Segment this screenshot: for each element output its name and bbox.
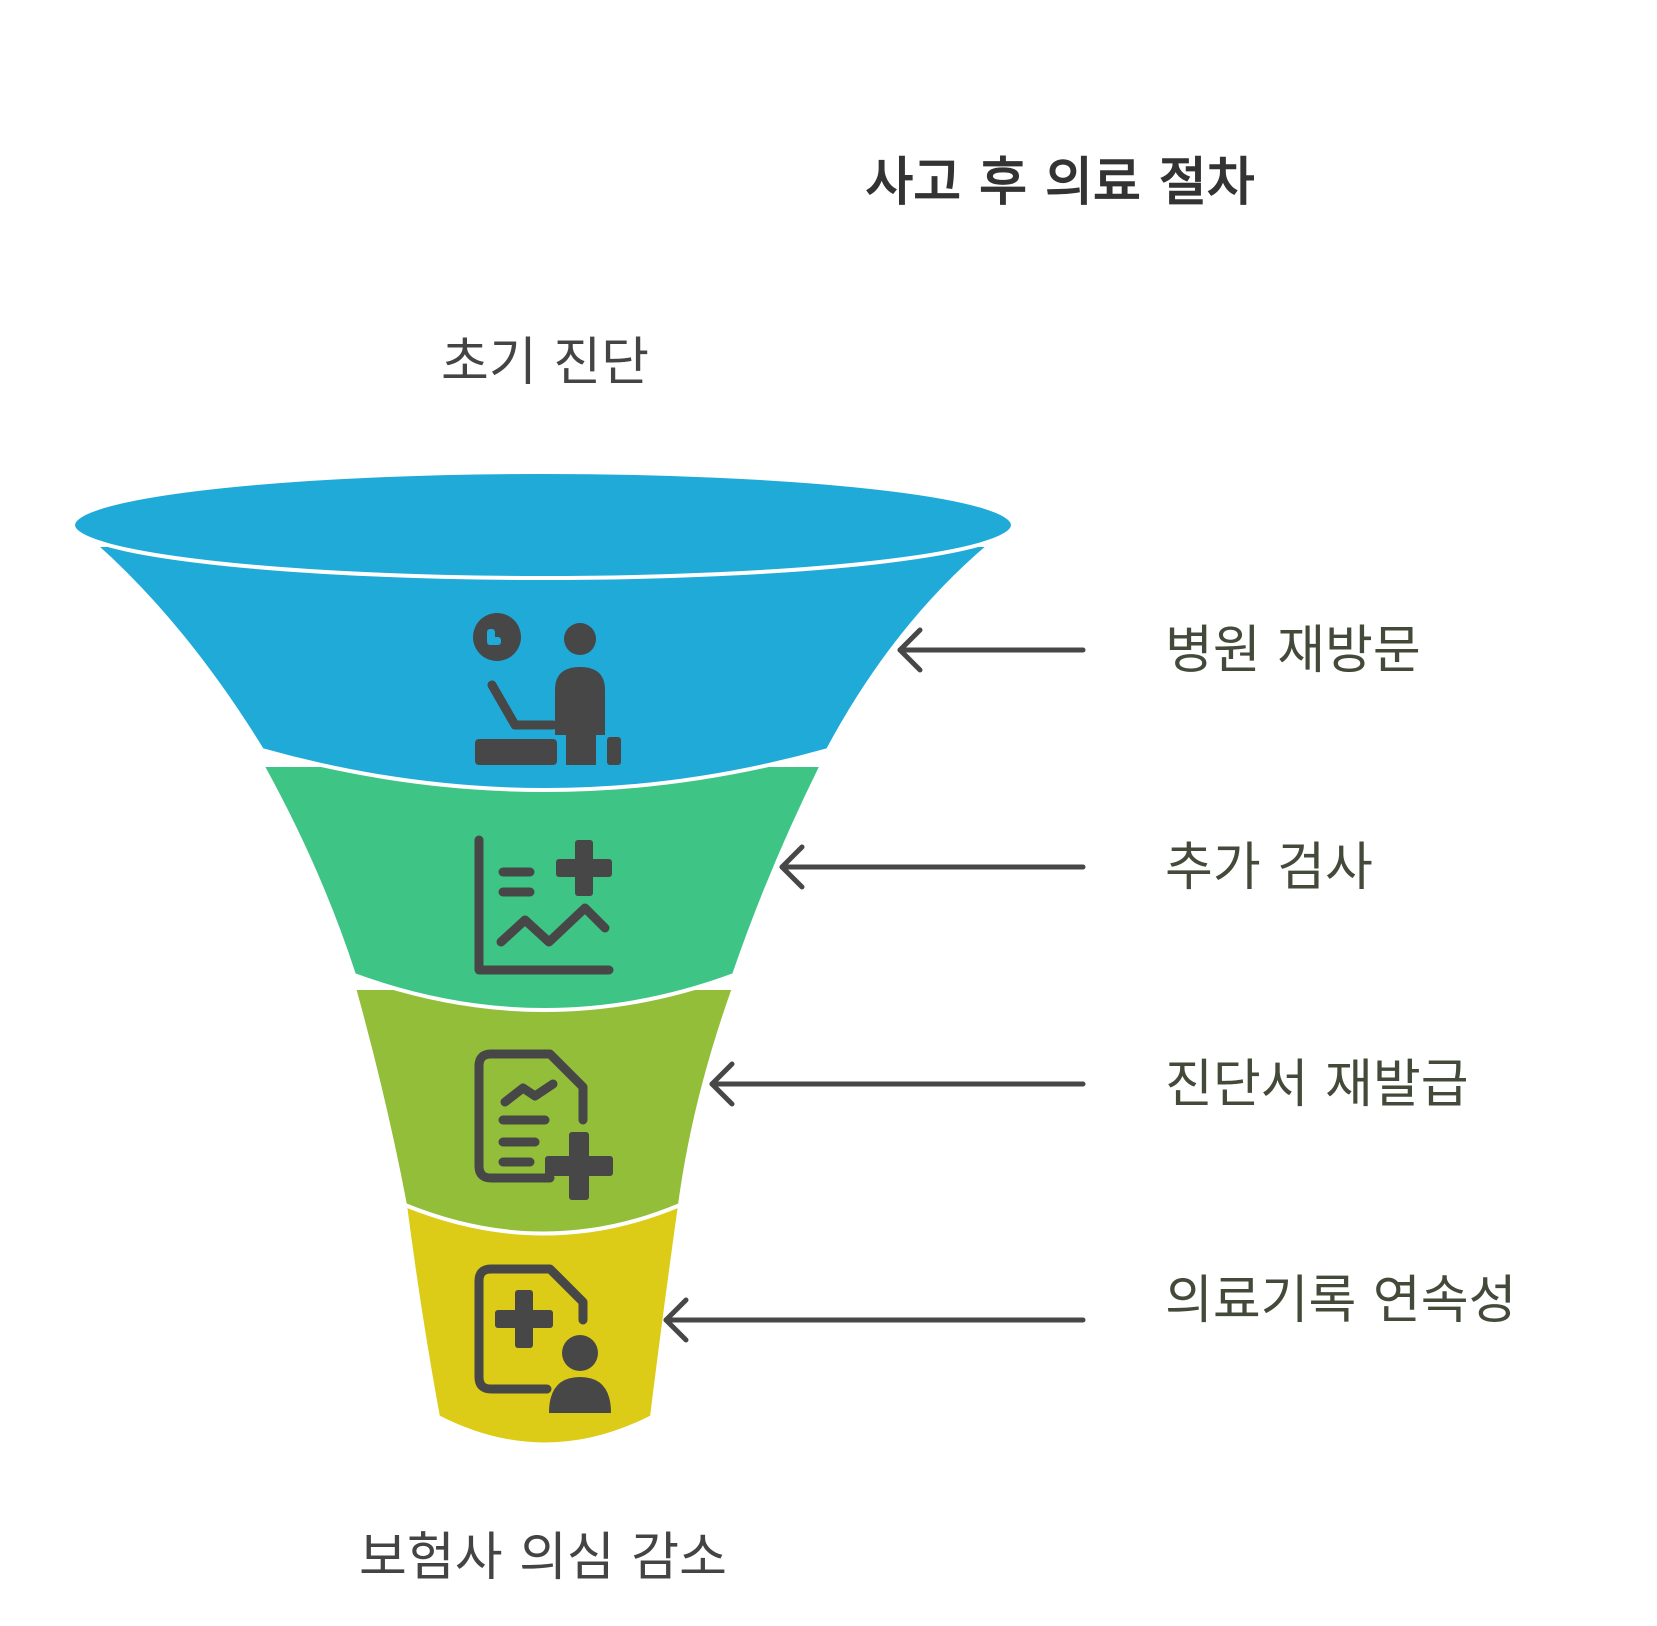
funnel-stage-3 [351, 986, 737, 1236]
funnel-stage-2-body [258, 763, 826, 1012]
arrow-stage-2 [779, 844, 1086, 890]
arrow-stage-3 [709, 1061, 1086, 1107]
medical-record-user-icon [474, 1264, 611, 1413]
chart-plus-icon [474, 835, 614, 975]
funnel-stage-1-body [89, 543, 996, 792]
funnel-top-rim [71, 470, 1015, 580]
stage-1-label: 병원 재방문 [1165, 621, 1421, 681]
arrow-stage-1 [897, 627, 1086, 673]
funnel-stage-2 [258, 763, 826, 1012]
stage-4-label: 의료기록 연속성 [1165, 1271, 1516, 1331]
funnel-top-label: 초기 진단 [441, 333, 649, 393]
stage-2-label: 추가 검사 [1165, 838, 1373, 898]
page-title: 사고 후 의료 절차 [865, 153, 1254, 213]
arrow-stage-4 [663, 1297, 1086, 1343]
stage-3-label: 진단서 재발급 [1165, 1055, 1469, 1115]
report-plus-icon [474, 1049, 613, 1200]
funnel-stage-1 [71, 470, 1015, 792]
funnel-bottom-label: 보험사 의심 감소 [359, 1528, 727, 1588]
funnel-stage-3-body [351, 986, 737, 1236]
doctor-patient-icon [473, 613, 621, 765]
